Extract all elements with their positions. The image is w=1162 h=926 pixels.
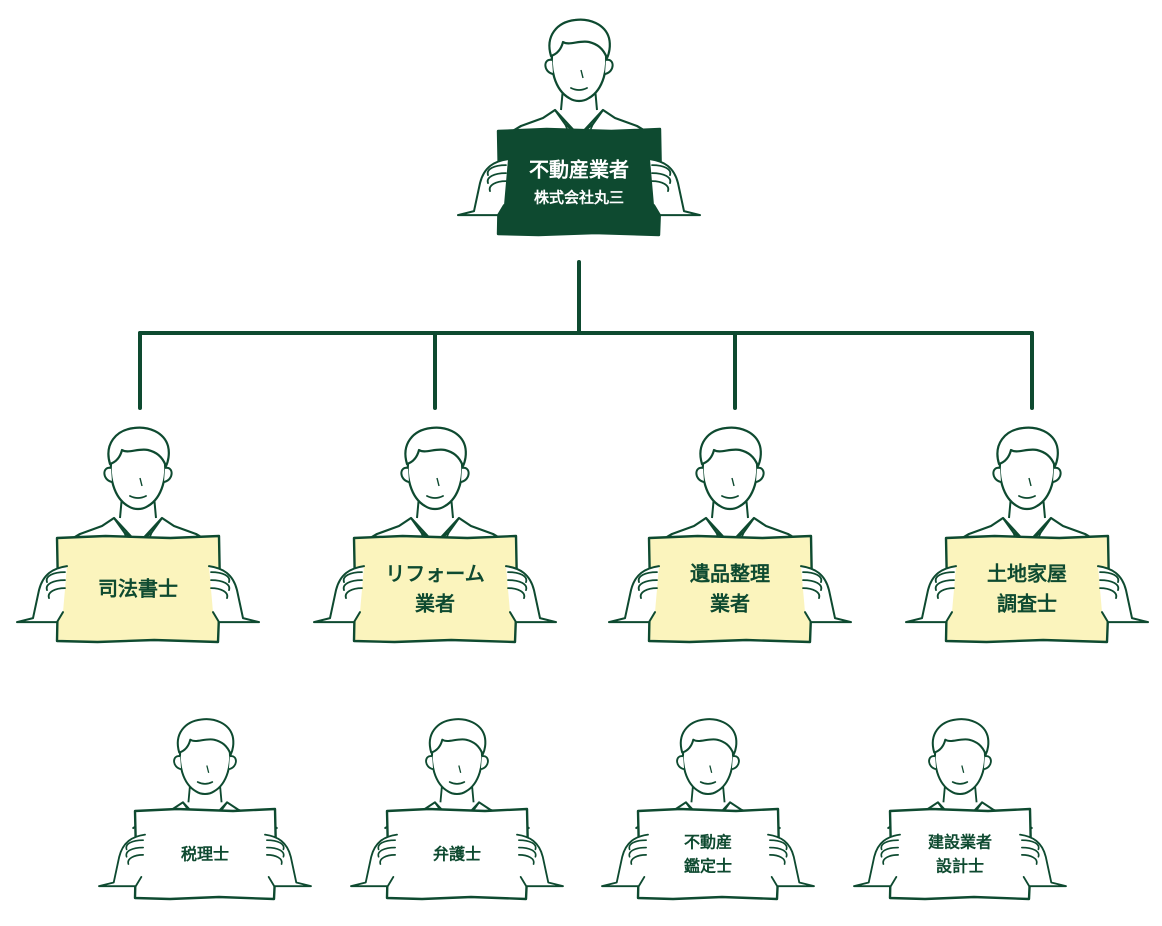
sign-board [496, 127, 663, 237]
sign-label: 土地家屋 [987, 562, 1067, 586]
sign-label: 建設業者 [928, 832, 992, 851]
sign-label: 設計士 [936, 856, 984, 875]
sign-label: 業者 [710, 592, 750, 616]
person-illustration [499, 18, 659, 140]
sign-label: リフォーム [385, 562, 484, 586]
sign-label: 不動産業者 [529, 158, 629, 182]
right-hand [767, 833, 815, 888]
people-layer: 不動産業者株式会社丸三司法書士リフォーム業者遺品整理業者土地家屋調査士税理士弁護… [16, 18, 1149, 901]
left-hand [16, 565, 68, 624]
left-hand [350, 833, 398, 888]
bottom-card-1: 税理士 [98, 718, 312, 901]
left-hand [601, 833, 649, 888]
sign-label: 司法書士 [98, 577, 178, 601]
right-hand [516, 833, 564, 888]
sign-board [647, 534, 814, 644]
sign-board [636, 807, 781, 901]
sign-board [944, 534, 1111, 644]
sign-label: 鑑定士 [684, 856, 732, 875]
right-hand [800, 565, 852, 624]
right-hand [649, 158, 701, 217]
right-hand [1097, 565, 1149, 624]
left-hand [98, 833, 146, 888]
right-hand [264, 833, 312, 888]
person-illustration [58, 426, 218, 548]
sign-label: 遺品整理 [690, 562, 770, 586]
right-hand [505, 565, 557, 624]
sign-board [888, 807, 1033, 901]
sign-label: 株式会社丸三 [534, 188, 624, 206]
sign-label: 不動産 [684, 832, 732, 851]
right-hand [1019, 833, 1067, 888]
sign-board [352, 534, 519, 644]
connector-lines [138, 260, 1034, 410]
left-hand [905, 565, 957, 624]
left-hand [457, 158, 509, 217]
person-illustration [355, 426, 515, 548]
left-hand [853, 833, 901, 888]
sign-label: 業者 [415, 592, 455, 616]
sign-label: 税理士 [181, 844, 229, 863]
person-illustration [650, 426, 810, 548]
left-hand [608, 565, 660, 624]
left-hand [313, 565, 365, 624]
sign-label: 弁護士 [433, 844, 481, 863]
right-hand [208, 565, 260, 624]
middle-card-1: 司法書士 [16, 426, 260, 644]
person-illustration [947, 426, 1107, 548]
sign-board [55, 534, 222, 644]
bottom-card-2: 弁護士 [350, 718, 564, 901]
sign-label: 調査士 [997, 592, 1057, 616]
